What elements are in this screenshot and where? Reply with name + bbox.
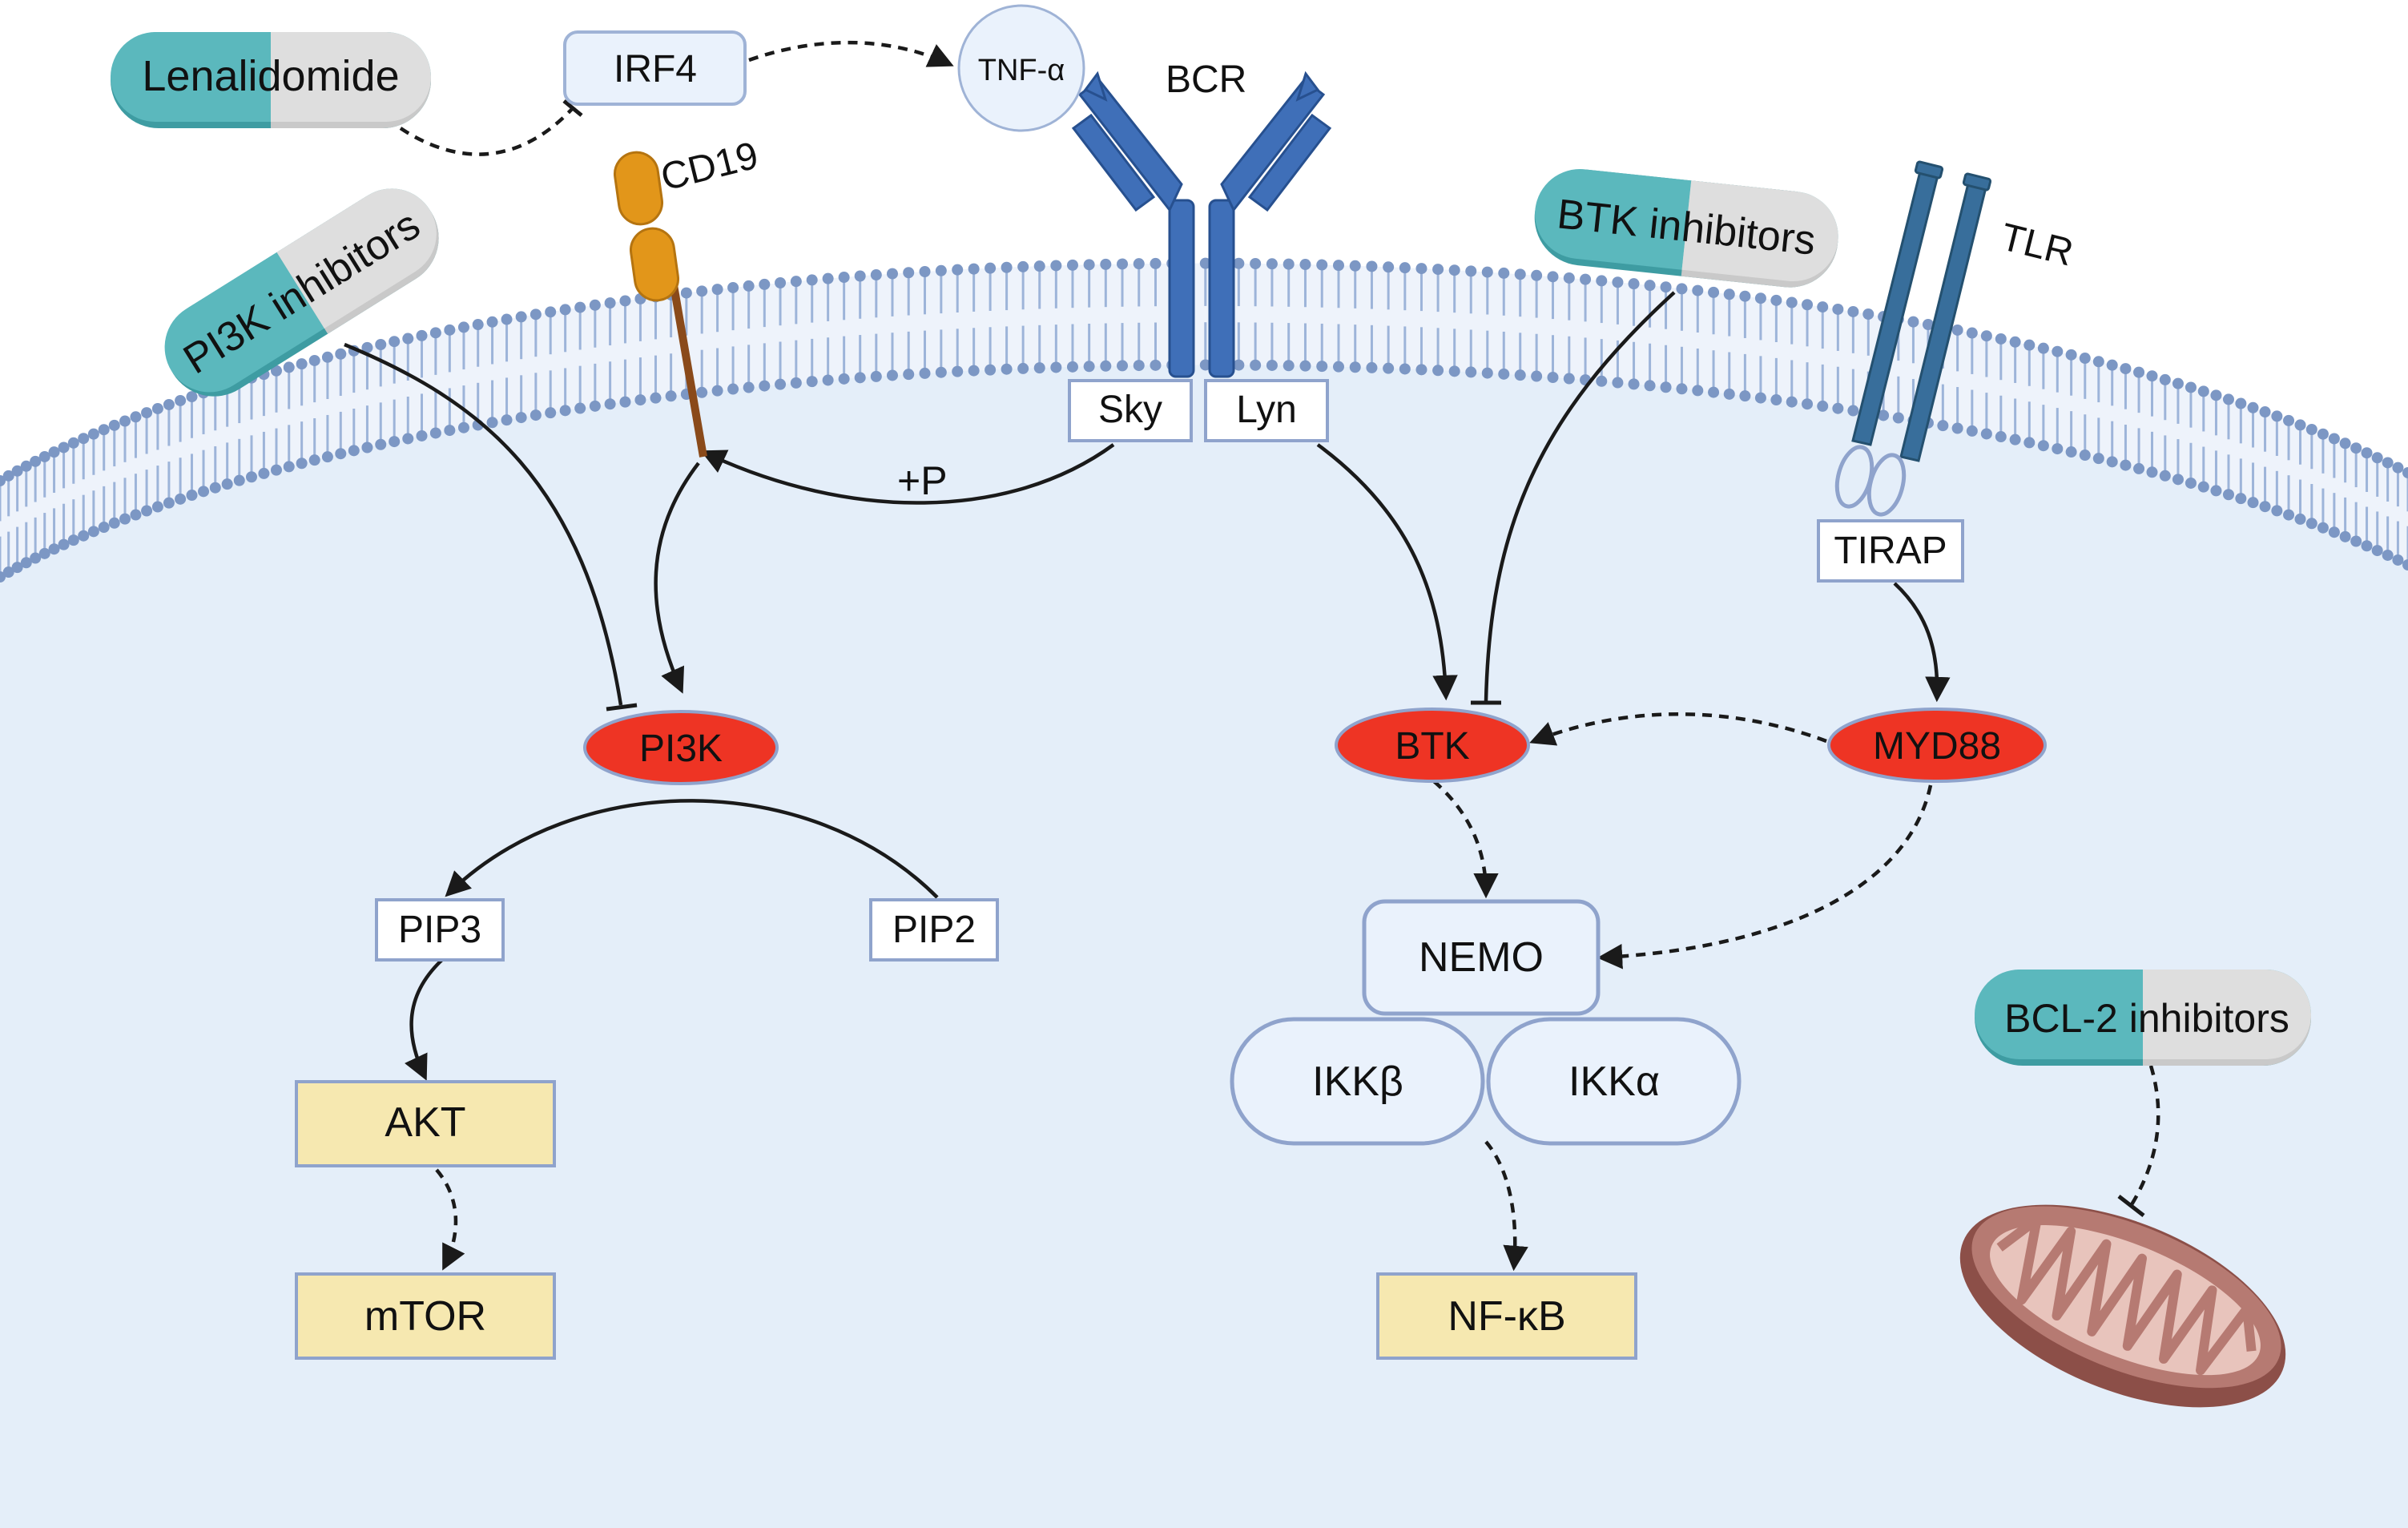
cd19-receptor xyxy=(613,151,707,458)
pip3-label: PIP3 xyxy=(398,909,481,951)
mtor-box xyxy=(295,1272,556,1360)
pip3-to-akt-arrow xyxy=(405,956,446,1081)
akt-label: AKT xyxy=(385,1099,465,1146)
nfkb-label: NF-κB xyxy=(1448,1293,1565,1340)
tirap-to-myd88-arrow xyxy=(1893,582,1951,703)
ikkb-box xyxy=(1230,1017,1485,1146)
ikka-box xyxy=(1486,1017,1742,1146)
tlr-receptor xyxy=(1834,160,1992,517)
ikka-label: IKKα xyxy=(1568,1058,1660,1105)
bcr-receptor xyxy=(1071,71,1332,378)
myd88-to-nemo-arrow xyxy=(1597,784,1933,970)
lyn-label: Lyn xyxy=(1236,389,1297,431)
lenalidomide-pill: Lenalidomide xyxy=(111,32,431,128)
ikkb-label: IKKβ xyxy=(1312,1058,1403,1105)
bcl2-inhibitors-label: BCL-2 inhibitors xyxy=(2004,996,2289,1041)
pip2-label: PIP2 xyxy=(892,909,976,951)
myd88-label: MYD88 xyxy=(1873,725,2001,768)
akt-to-mtor-arrow xyxy=(435,1168,465,1271)
pi3k-label: PI3K xyxy=(639,728,723,770)
btk-inhibitors-pill: BTK inhibitors xyxy=(1534,169,1838,288)
irf4-label: IRF4 xyxy=(614,48,697,91)
btk-node xyxy=(1335,708,1530,783)
pi3k-node xyxy=(583,710,779,785)
phosphorylation-label: +P xyxy=(897,458,948,503)
sky-box xyxy=(1068,379,1193,442)
tlr-label: TLR xyxy=(1996,216,2077,274)
bcl2-inhibitors-pill: BCL-2 inhibitors xyxy=(1975,970,2311,1066)
tirap-label: TIRAP xyxy=(1834,530,1947,572)
lyn-to-btk-arrow xyxy=(1316,443,1458,701)
connections xyxy=(344,40,2160,1272)
pip2-to-pip3-arc xyxy=(445,799,939,899)
bcl2-inhibitor-line xyxy=(2129,1065,2160,1207)
mitochondrion-icon xyxy=(1959,1204,2286,1408)
pip3-box xyxy=(375,898,505,962)
nfkb-box xyxy=(1376,1272,1637,1360)
lenalidomide-label: Lenalidomide xyxy=(142,52,399,100)
cell-membrane xyxy=(0,257,2408,583)
irf4-box xyxy=(563,30,747,106)
btk-label: BTK xyxy=(1395,725,1469,768)
nemo-box xyxy=(1362,899,1601,1016)
nemo-label: NEMO xyxy=(1419,934,1544,981)
lenalidomide-inhibits-irf4 xyxy=(399,107,574,156)
mtor-label: mTOR xyxy=(364,1293,486,1340)
irf4-to-tnf-arrow xyxy=(748,40,954,67)
sky-label: Sky xyxy=(1098,389,1162,431)
tnf-label: TNF-α xyxy=(978,54,1065,87)
tirap-box xyxy=(1817,519,1964,583)
akt-box xyxy=(295,1080,556,1167)
sky-to-cd19-arrow xyxy=(700,443,1115,505)
cd19-label: CD19 xyxy=(657,135,763,200)
pi3k-inhibitor-line xyxy=(344,342,623,706)
btk-inhibitor-line xyxy=(1484,291,1676,702)
lyn-box xyxy=(1204,379,1329,442)
myd88-to-btk-arrow xyxy=(1529,712,1827,746)
cd19-to-pi3k-arrow xyxy=(654,462,700,694)
tnf-circle xyxy=(957,4,1085,132)
pip2-box xyxy=(869,898,999,962)
bcr-label: BCR xyxy=(1166,58,1246,101)
myd88-node xyxy=(1827,708,2047,783)
